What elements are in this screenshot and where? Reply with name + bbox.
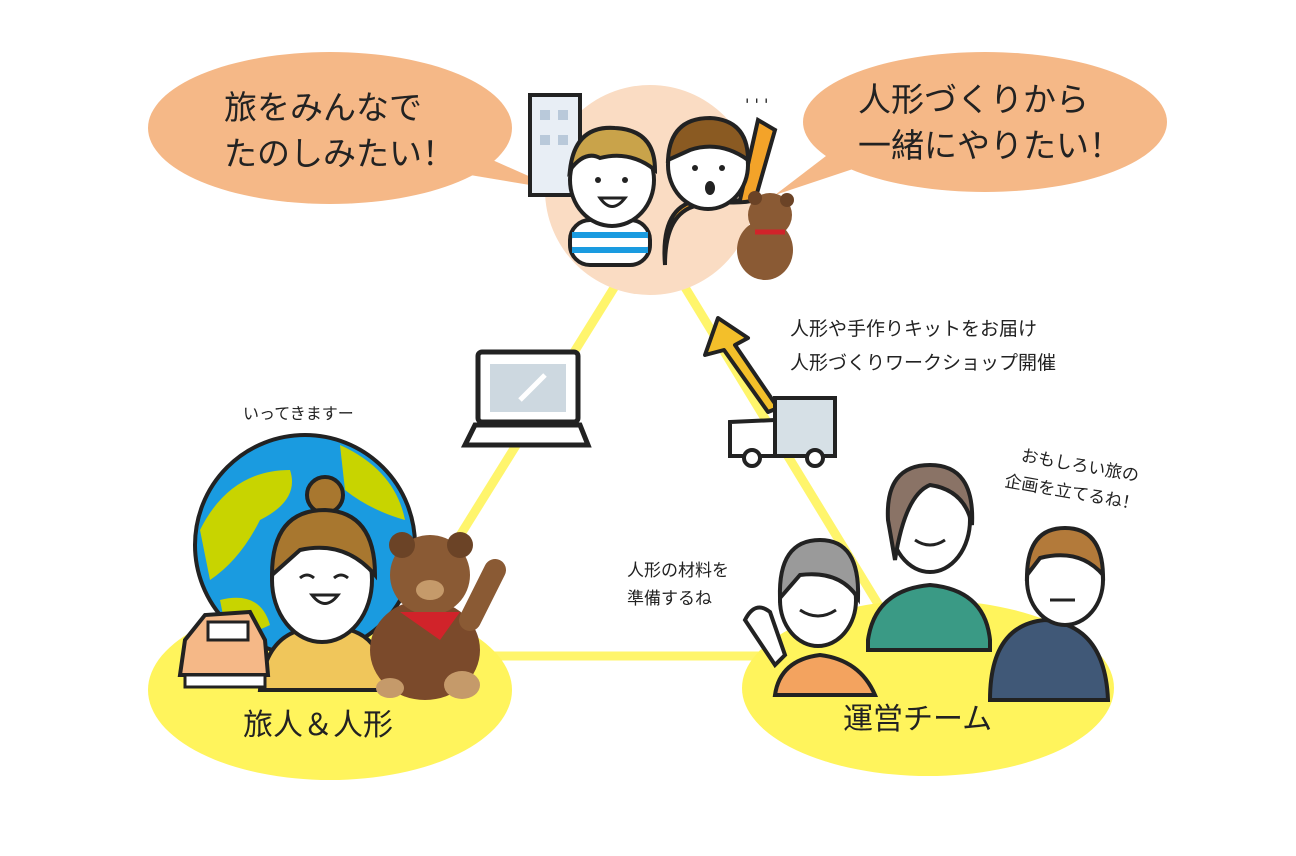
delivery-arrow-icon xyxy=(703,316,780,414)
traveler-label: 旅人＆人形 xyxy=(243,708,393,743)
delivery-caption-line-1: 人形や手作りキットをお届け xyxy=(790,318,1038,340)
car-icon xyxy=(177,609,271,689)
speech-bubble-right xyxy=(775,52,1167,195)
bubble-right-line-2: 一緒にやりたい！ xyxy=(858,126,1122,165)
svg-text:' ' ': ' ' ' xyxy=(745,95,768,114)
team-speech-materials: 人形の材料を 準備するね xyxy=(627,557,729,613)
teddy-bear-small-icon xyxy=(737,191,794,280)
bubble-right-line-1: 人形づくりから xyxy=(858,80,1089,119)
traveler-speech: いってきますー xyxy=(243,404,354,423)
team-label: 運営チーム xyxy=(843,702,993,737)
delivery-caption-line-2: 人形づくりワークショップ開催 xyxy=(790,352,1057,374)
laptop-icon xyxy=(460,349,592,448)
team-speech-materials-line-1: 人形の材料を xyxy=(627,561,729,581)
truck-icon xyxy=(728,396,837,468)
delivery-caption: 人形や手作りキットをお届け 人形づくりワークショップ開催 xyxy=(790,312,1056,380)
speech-bubble-right-text: 人形づくりから 一緒にやりたい！ xyxy=(858,77,1122,169)
participant-boy-icon xyxy=(567,125,658,267)
team-member-woman-icon xyxy=(866,462,992,652)
team-member-man-icon xyxy=(987,525,1111,702)
speech-bubble-left-text: 旅をみんなで たのしみたい！ xyxy=(224,85,455,177)
bubble-left-line-2: たのしみたい！ xyxy=(224,134,455,173)
team-speech-materials-line-2: 準備するね xyxy=(627,589,712,609)
teddy-bear-icon xyxy=(370,532,506,700)
traveler-woman-icon xyxy=(257,475,388,692)
team-member-elder-icon xyxy=(742,537,879,697)
bubble-left-line-1: 旅をみんなで xyxy=(224,88,422,127)
